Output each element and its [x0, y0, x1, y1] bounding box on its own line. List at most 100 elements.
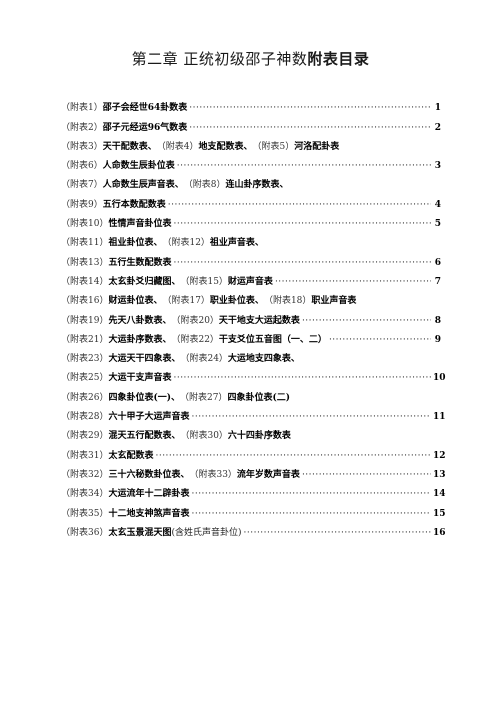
toc-entry[interactable]: （附表29）混天五行配数表、（附表30）六十四卦序数表 — [61, 422, 441, 441]
toc-page-number: 13 — [433, 469, 446, 480]
toc-page-number: 3 — [434, 161, 441, 172]
toc-entry-title: 十二地支神煞声音表 — [108, 508, 190, 519]
toc-page-number: 14 — [433, 489, 446, 500]
toc-entry-number: （附表23） — [61, 354, 109, 365]
dot-leader — [191, 412, 431, 422]
toc-entry-title: 大运卦序数表、 — [108, 334, 172, 345]
toc-entry-number: （附表35） — [61, 508, 109, 519]
toc-entry-number: （附表2） — [61, 122, 103, 133]
toc-entry[interactable]: （附表23）大运天干四象表、（附表24）大运地支四象表、 — [61, 345, 441, 364]
toc-entry-number: （附表19） — [61, 315, 109, 326]
dot-leader — [302, 470, 431, 480]
toc-entry-title: 四象卦位表(二) — [227, 392, 290, 403]
toc-entry[interactable]: （附表36）太玄玉景混天图 (含姓氏声音卦位)16 — [61, 519, 446, 538]
toc-entry[interactable]: （附表6）人命数生辰卦位表3 — [61, 152, 441, 171]
toc-entry[interactable]: （附表11）祖业卦位表、（附表12）祖业声音表、 — [61, 229, 441, 248]
toc-entry-title: (含姓氏声音卦位) — [171, 527, 242, 538]
dot-leader — [189, 103, 431, 113]
dot-leader — [275, 277, 431, 287]
toc-entry[interactable]: （附表7）人命数生辰声音表、（附表8）连山卦序数表、 — [61, 171, 441, 190]
toc-page-number: 5 — [434, 219, 441, 230]
toc-entry-number: （附表26） — [61, 392, 109, 403]
toc-page-number: 11 — [433, 412, 446, 423]
toc-entry[interactable]: （附表3）天干配数表、（附表4）地支配数表、（附表5）河洛配卦表 — [61, 133, 441, 152]
toc-entry-number: （附表24） — [180, 354, 228, 365]
toc-entry-number: （附表10） — [61, 219, 109, 230]
dot-leader — [189, 123, 431, 133]
dot-leader — [173, 373, 431, 383]
toc-entry-title: 人命数生辰声音表、 — [102, 180, 184, 191]
toc-entry-number: （附表16） — [61, 296, 109, 307]
toc-entry[interactable]: （附表31）太玄配数表12 — [61, 441, 446, 461]
dot-leader — [155, 451, 431, 461]
toc-entry-number: （附表14） — [61, 276, 109, 287]
toc-page-number: 15 — [433, 508, 446, 519]
toc-page-number: 12 — [433, 450, 446, 461]
toc-entry-number: （附表36） — [61, 527, 109, 538]
dot-leader — [329, 335, 431, 345]
toc-page-number: 4 — [434, 199, 441, 210]
toc-entry[interactable]: （附表1）邵子会经世64卦数表 1 — [61, 94, 441, 113]
toc-entry-title: 地支配数表、 — [198, 141, 253, 152]
toc-entry-title: 六十四卦序数表 — [227, 431, 291, 442]
dot-leader — [302, 316, 431, 326]
toc-entry[interactable]: （附表21）大运卦序数表、（附表22）干支爻位五音图（一、二）9 — [61, 326, 441, 345]
toc-entry[interactable]: （附表28）六十甲子大运声音表 11 — [61, 403, 446, 423]
toc-entry-title: 流年岁数声音表 — [236, 469, 300, 480]
title-main: 第二章 正统初级邵子神数 — [131, 50, 308, 68]
toc-entry-title: 干支爻位五音图（一、二） — [218, 334, 327, 345]
toc-entry[interactable]: （附表10）性情声音卦位表5 — [61, 210, 441, 229]
toc-entry-title: 混天五行配数表、 — [108, 431, 181, 442]
toc-page-number: 6 — [434, 257, 441, 268]
toc-entry-title: 五行生数配数表 — [108, 257, 172, 268]
dot-leader — [173, 258, 431, 268]
toc-entry-title: 太玄配数表 — [108, 450, 154, 461]
toc-entry[interactable]: （附表16）财运卦位表、（附表17）职业卦位表、（附表18）职业声音表 — [61, 287, 441, 306]
toc-entry-number: （附表22） — [171, 334, 219, 345]
toc-entry[interactable]: （附表32）三十六秘数卦位表、（附表33）流年岁数声音表13 — [61, 461, 446, 480]
toc-entry-number: （附表11） — [61, 238, 109, 249]
toc-entry-number: （附表17） — [162, 296, 210, 307]
toc-page-number: 16 — [433, 527, 446, 538]
toc-entry-title: 大运天干四象表、 — [108, 354, 181, 365]
toc-entry[interactable]: （附表19）先天八卦数表、（附表20）天干地支大运起数表8 — [61, 306, 441, 326]
toc-entry-title: 六十甲子大运声音表 — [108, 412, 190, 423]
toc-entry[interactable]: （附表14）太玄卦爻归藏图、（附表15）财运声音表7 — [61, 268, 441, 287]
toc-entry-number: （附表29） — [61, 431, 109, 442]
toc-page-number: 1 — [434, 103, 441, 114]
toc-entry-title: 太玄卦爻归藏图、 — [108, 276, 181, 287]
toc-entry-title: 天干配数表、 — [102, 141, 157, 152]
dot-leader — [191, 509, 431, 519]
toc-entry[interactable]: （附表25）大运干支声音表10 — [61, 364, 446, 384]
toc-entry-number: （附表1） — [61, 103, 103, 114]
toc-entry-title: 大运地支四象表、 — [227, 354, 300, 365]
toc-entry-title: 天干地支大运起数表 — [218, 315, 300, 326]
toc-entry-title: 连山卦序数表、 — [225, 180, 289, 191]
toc-entry-title: 四象卦位表(一)、 — [108, 392, 180, 403]
toc-page-number: 8 — [434, 315, 441, 326]
toc-entry-title: 祖业卦位表、 — [108, 238, 163, 249]
toc-entry[interactable]: （附表35）十二地支神煞声音表 15 — [61, 499, 446, 519]
toc-entry-number: （附表8） — [183, 180, 226, 191]
toc-entry-title: 大运流年十二辟卦表 — [108, 489, 190, 500]
dot-leader — [244, 528, 432, 538]
toc-entry-title: 财运声音表 — [227, 276, 273, 287]
toc-entry[interactable]: （附表2）邵子元经运96气数表2 — [61, 113, 441, 133]
toc-entry-number: （附表4） — [156, 141, 199, 152]
toc-entry-title: 财运卦位表、 — [108, 296, 163, 307]
toc-entry-number: （附表25） — [61, 373, 109, 384]
toc-entry-number: （附表33） — [189, 469, 237, 480]
toc-entry-number: （附表13） — [61, 257, 109, 268]
toc-entry-title: 邵子元经运96气数表 — [102, 122, 188, 133]
toc-entry[interactable]: （附表26）四象卦位表(一)、（附表27）四象卦位表(二) — [61, 383, 441, 403]
toc-list: （附表1）邵子会经世64卦数表 1（附表2）邵子元经运96气数表2（附表3）天干配… — [61, 94, 446, 538]
toc-entry-number: （附表28） — [61, 412, 109, 423]
toc-entry[interactable]: （附表9）五行本数配数表 4 — [61, 190, 441, 210]
title-bold: 附表目录 — [307, 50, 370, 68]
toc-entry-number: （附表9） — [61, 199, 103, 210]
toc-entry-number: （附表5） — [252, 141, 295, 152]
toc-entry[interactable]: （附表13）五行生数配数表 6 — [61, 248, 441, 268]
toc-entry[interactable]: （附表34）大运流年十二辟卦表14 — [61, 480, 446, 500]
toc-entry-title: 邵子会经世64卦数表 — [102, 103, 188, 114]
toc-entry-title: 五行本数配数表 — [102, 199, 166, 210]
